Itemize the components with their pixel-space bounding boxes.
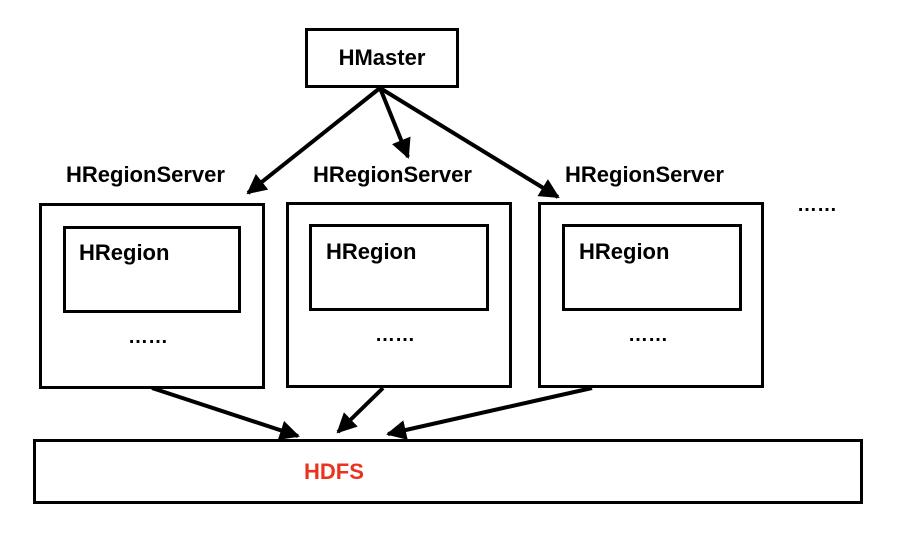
arrow-server-3-to-hdfs: [386, 386, 593, 440]
hdfs-label: HDFS: [304, 459, 364, 484]
arrow-master-to-server-1: [246, 86, 382, 195]
server-more-2: ……: [375, 324, 415, 346]
hdfs-box: [33, 439, 863, 504]
region-label-2: HRegion: [326, 239, 417, 264]
arrow-server-2-to-hdfs: [336, 386, 385, 434]
server-title-3: HRegionServer: [565, 162, 724, 187]
region-label-1: HRegion: [79, 240, 170, 265]
server-title-2: HRegionServer: [313, 162, 472, 187]
arrow-master-to-server-2: [378, 87, 411, 159]
arrow-server-1-to-hdfs: [151, 386, 300, 440]
region-label-3: HRegion: [579, 239, 670, 264]
server-title-1: HRegionServer: [66, 162, 225, 187]
server-more-3: ……: [628, 324, 668, 346]
servers-more-ellipsis: ……: [797, 194, 837, 216]
hmaster-box: [305, 28, 459, 88]
server-more-1: ……: [128, 326, 168, 348]
region-box-1: [63, 226, 241, 313]
region-box-3: [562, 224, 742, 311]
region-box-2: [309, 224, 489, 311]
arrow-master-to-server-3: [378, 86, 560, 199]
hmaster-label: HMaster: [338, 45, 426, 70]
